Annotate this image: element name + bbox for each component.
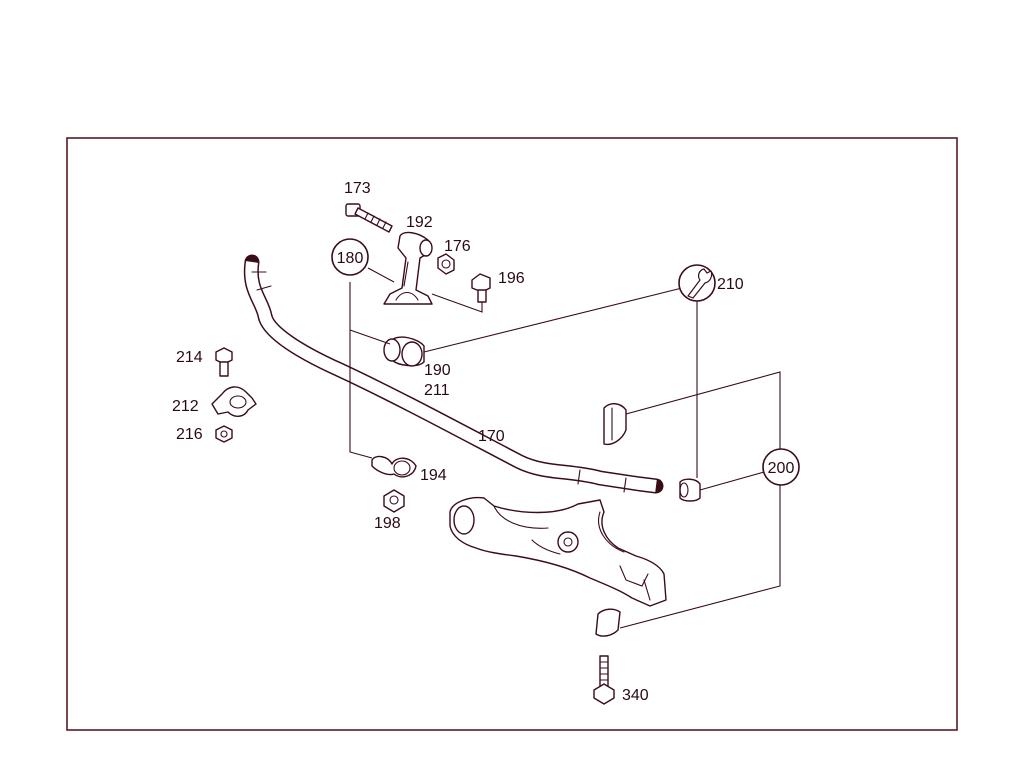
- leader-180-bushing: [349, 329, 391, 345]
- label-214: 214: [176, 349, 203, 366]
- callout-200[interactable]: 200: [762, 448, 800, 486]
- svg-text:200: 200: [768, 460, 795, 477]
- clamp-194[interactable]: [371, 455, 417, 478]
- bolt-173[interactable]: [345, 203, 393, 233]
- wrench-icon[interactable]: [678, 264, 716, 302]
- nut-216[interactable]: [215, 425, 233, 443]
- diagram-frame: [66, 137, 958, 731]
- svg-text:180: 180: [337, 250, 364, 267]
- label-196: 196: [498, 270, 525, 287]
- callout-180[interactable]: 180: [331, 238, 369, 276]
- leader-180-vertical: [349, 282, 373, 459]
- label-210: 210: [717, 276, 744, 293]
- nut-176[interactable]: [437, 253, 455, 275]
- label-198: 198: [374, 515, 401, 532]
- leader-180-bracket: [367, 267, 395, 283]
- bushing-shell-lower[interactable]: [595, 608, 621, 637]
- label-340: 340: [622, 687, 649, 704]
- label-190: 190: [424, 362, 451, 379]
- label-194: 194: [420, 467, 447, 484]
- bushing-200[interactable]: [679, 478, 701, 502]
- bushing-190[interactable]: [383, 336, 425, 367]
- label-192: 192: [406, 214, 433, 231]
- leader-210-bushing: [423, 287, 683, 353]
- label-173: 173: [344, 180, 371, 197]
- bushing-shell-upper[interactable]: [603, 403, 627, 446]
- leader-200-bushing: [699, 471, 765, 491]
- stabilizer-bar[interactable]: [243, 254, 664, 494]
- control-arm[interactable]: [449, 496, 667, 607]
- label-212: 212: [172, 398, 199, 415]
- screw-196[interactable]: [471, 273, 491, 303]
- label-170: 170: [478, 428, 505, 445]
- label-176: 176: [444, 238, 471, 255]
- screw-214[interactable]: [215, 347, 233, 377]
- bolt-340[interactable]: [593, 655, 615, 705]
- clamp-212[interactable]: [211, 386, 257, 417]
- leader-bracket-196: [431, 293, 483, 313]
- bracket-192[interactable]: [383, 231, 433, 305]
- label-216: 216: [176, 426, 203, 443]
- nut-198[interactable]: [383, 489, 405, 513]
- label-211: 211: [424, 382, 450, 399]
